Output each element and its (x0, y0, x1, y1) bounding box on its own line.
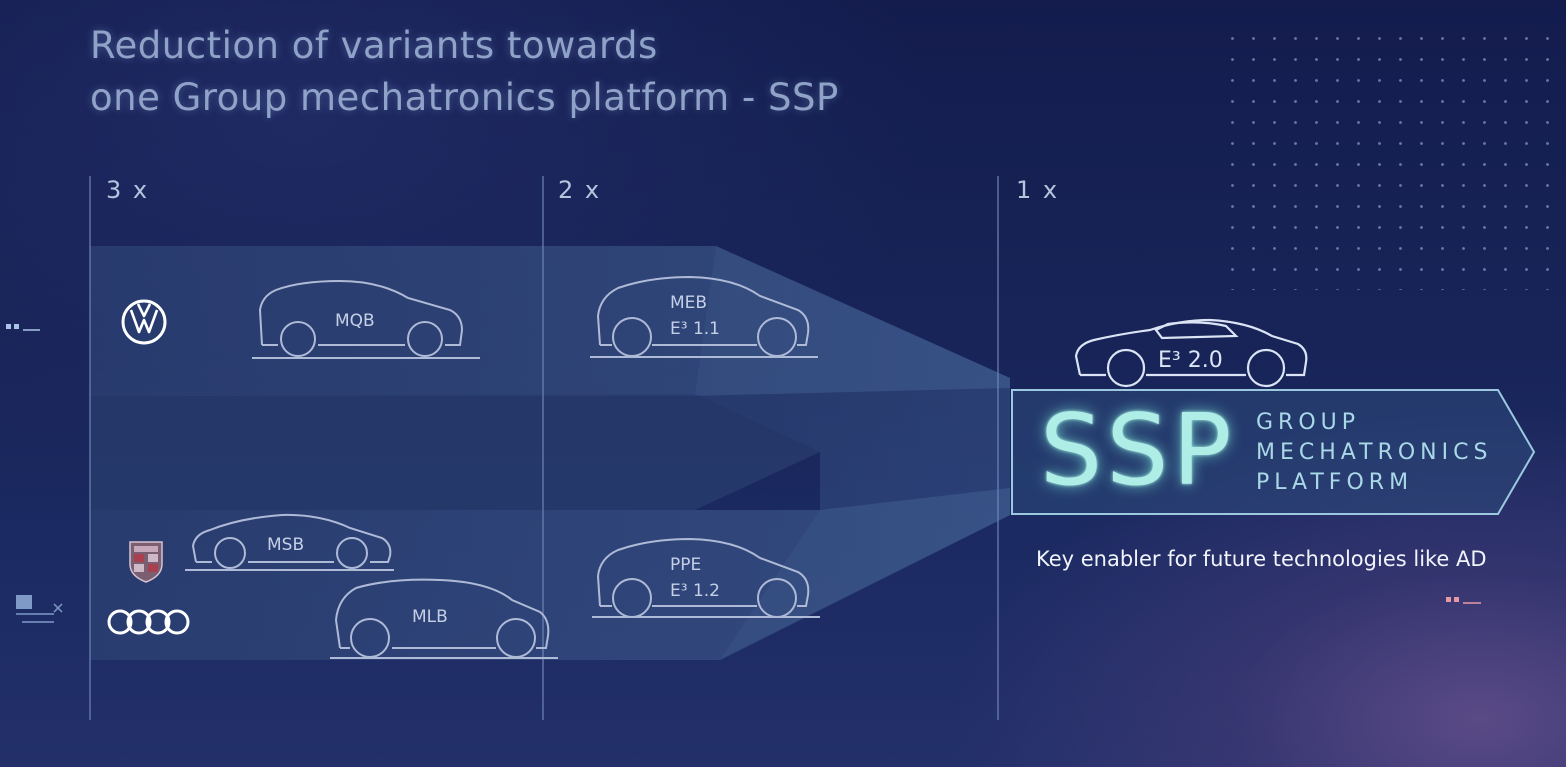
funnel-region (695, 246, 1010, 660)
ppe-ee-label: E³ 1.2 (670, 581, 720, 601)
title-line-2: one Group mechatronics platform - SSP (90, 76, 839, 119)
porsche-crest-icon (129, 541, 163, 583)
left-dash-decoration (6, 324, 40, 331)
mqb-car-icon (252, 279, 480, 359)
ssp-subtitle-line-1: GROUP (1256, 410, 1361, 435)
left-window-decoration (16, 595, 63, 623)
ssp-subtitle-line-2: MECHATRONICS (1256, 440, 1493, 465)
msb-label: MSB (267, 535, 304, 555)
meb-ee-label: E³ 1.1 (670, 319, 720, 339)
pink-dash-decoration (1446, 597, 1481, 604)
ppe-label: PPE (670, 555, 701, 575)
dot-grid-decoration (1222, 28, 1566, 290)
title-line-1: Reduction of variants towards (90, 24, 658, 67)
ssp-arrow-box (1011, 389, 1536, 515)
mqb-label: MQB (335, 311, 375, 331)
meb-label: MEB (670, 293, 707, 313)
audi-rings-icon (107, 609, 190, 635)
mlb-car-icon (330, 578, 558, 659)
ssp-car-label: E³ 2.0 (1158, 348, 1223, 373)
column-label-2x: 2 x (558, 176, 602, 204)
mlb-label: MLB (412, 607, 448, 627)
band-middle-arrow (90, 394, 820, 510)
ssp-abbreviation: SSP (1040, 394, 1236, 508)
vw-logo-icon (121, 299, 167, 345)
slide-title: Reduction of variants towards one Group … (90, 20, 839, 124)
meb-car-icon (590, 275, 818, 358)
tagline: Key enabler for future technologies like… (1036, 547, 1487, 571)
msb-car-icon (185, 513, 394, 571)
ssp-car-icon (1074, 318, 1308, 388)
ppe-car-icon (592, 537, 820, 618)
column-label-3x: 3 x (106, 176, 150, 204)
ssp-subtitle-line-3: PLATFORM (1256, 470, 1414, 495)
column-label-1x: 1 x (1016, 176, 1060, 204)
